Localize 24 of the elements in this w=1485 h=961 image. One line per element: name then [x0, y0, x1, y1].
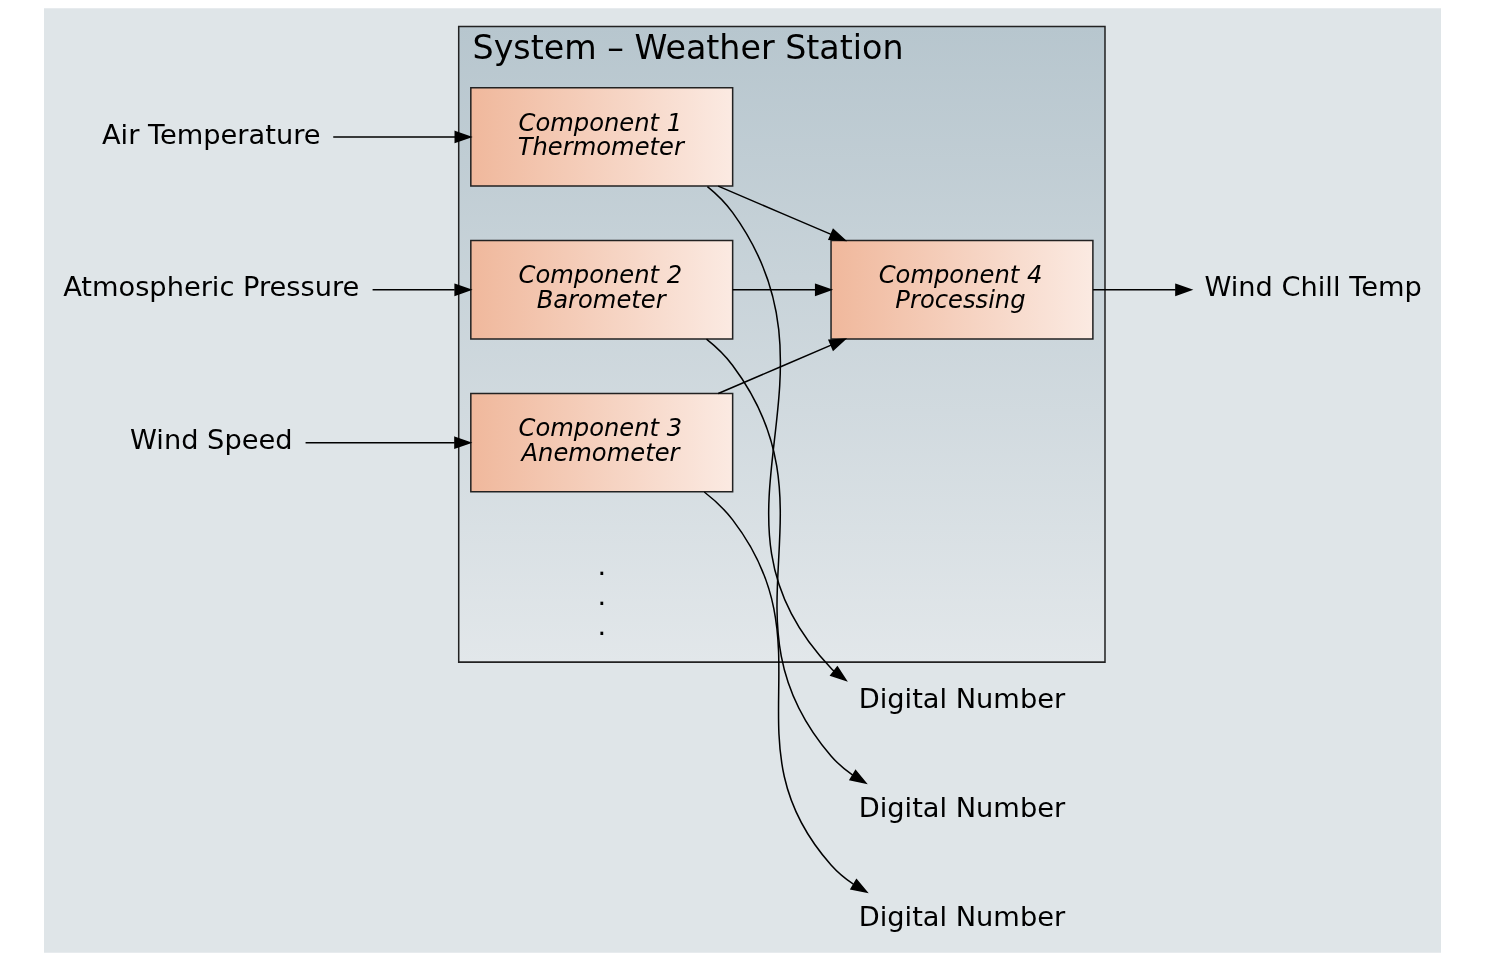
node-text: Digital Number: [858, 683, 1066, 715]
node-text: Wind Speed: [130, 424, 293, 456]
node-box: Component 2 Barometer: [470, 239, 734, 340]
arrow: [1092, 283, 1194, 297]
node-box: Component 3 Anemometer: [470, 392, 734, 493]
arrow: [705, 338, 868, 785]
node-text: Digital Number: [858, 901, 1066, 933]
arrow: [717, 338, 848, 395]
arrow: [717, 185, 848, 242]
arrow: [703, 491, 869, 894]
label: .: [597, 580, 607, 612]
node-text: Digital Number: [858, 792, 1066, 824]
label: .: [597, 549, 607, 581]
node-box: Component 1 Thermometer: [470, 87, 734, 187]
node-text: Air Temperature: [101, 118, 321, 150]
arrow: [304, 436, 473, 450]
node-text: Wind Chill Temp: [1204, 271, 1422, 303]
arrow: [731, 283, 834, 297]
node-box: Component 4 Processing: [830, 239, 1094, 340]
arrow: [332, 130, 473, 144]
label: .: [597, 610, 607, 642]
arrow: [371, 283, 473, 297]
node-text: Atmospheric Pressure: [63, 271, 360, 303]
arrow: [706, 185, 848, 682]
